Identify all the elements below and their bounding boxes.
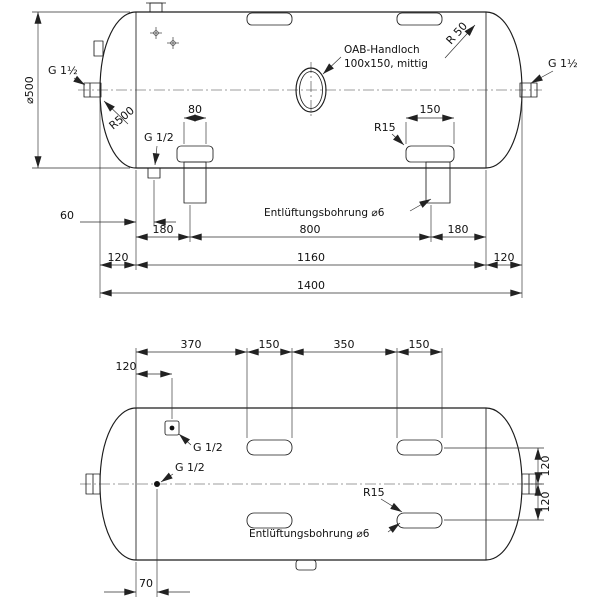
top-leader-lines	[160, 433, 403, 533]
leader-corner-radius	[444, 24, 476, 59]
left-leg-body	[183, 161, 207, 204]
leader-drain	[152, 145, 160, 166]
label-handhole-2: 100x150, mittig	[344, 58, 428, 70]
right-port-stub	[519, 82, 538, 98]
leader-foot-radius	[391, 133, 405, 146]
pad-lower-left	[246, 512, 293, 529]
center-drain-point	[154, 481, 160, 487]
dim-shell-length: 1160	[297, 251, 325, 264]
leader-top-fitting	[178, 433, 192, 446]
port-position-mark-1	[150, 27, 162, 39]
dim-row-upper: 120	[539, 456, 552, 477]
dim-leg-span: 800	[300, 223, 321, 236]
side-tank-outline	[78, 11, 542, 169]
port-position-mark-2	[167, 37, 179, 49]
leader-vent	[409, 198, 432, 212]
leader-head-radius	[103, 100, 129, 125]
right-leg-body	[425, 161, 451, 204]
dim-drain-offset: 60	[60, 209, 74, 222]
side-dimension-lines	[32, 11, 523, 298]
bottom-boss	[295, 559, 317, 571]
label-drain-port: G 1/2	[144, 131, 174, 144]
mounting-pads	[246, 439, 443, 529]
pad-lower-right	[396, 512, 443, 529]
label-foot-radius: R15	[374, 121, 396, 134]
dim-row-lower: 120	[539, 492, 552, 513]
top-ports	[85, 420, 537, 495]
label-port-left: G 1½	[48, 64, 78, 77]
dim-pad2-length: 150	[409, 338, 430, 351]
dim-leg-right: 180	[448, 223, 469, 236]
side-crosshairs	[150, 27, 179, 49]
side-ports	[83, 2, 538, 179]
nameplate-tab	[93, 40, 104, 57]
label-center-drain: G 1/2	[175, 461, 205, 474]
side-leader-lines	[73, 24, 554, 212]
dim-drain-offset-plan: 70	[139, 577, 153, 590]
leader-vent-plan	[387, 522, 401, 533]
top-port-stub	[149, 2, 163, 13]
leader-port-right	[530, 70, 554, 84]
top-tank-outline	[80, 407, 542, 571]
dim-pad-left: 80	[188, 103, 202, 116]
dim-head-right: 120	[494, 251, 515, 264]
leader-port-left	[73, 75, 86, 86]
label-corner-radius: R 50	[444, 20, 470, 47]
dim-leg-left: 180	[153, 223, 174, 236]
dim-pad-right: 150	[420, 103, 441, 116]
label-handhole-1: OAB-Handloch	[344, 44, 420, 56]
drain-fitting	[147, 167, 161, 179]
leader-center-drain	[160, 472, 174, 483]
dim-diameter: ⌀500	[23, 76, 36, 104]
dim-total-length: 1400	[297, 279, 325, 292]
side-texts: ⌀500 G 1½ G 1½ R500 G 1/2 OAB-Handloch 1…	[23, 20, 578, 292]
top-pad-right	[396, 12, 443, 26]
top-texts: 370 150 350 150 120 G 1/2 G 1/2 R15 120 …	[116, 338, 553, 590]
dim-pad1-length: 150	[259, 338, 280, 351]
top-pad-left	[246, 12, 293, 26]
label-port-right: G 1½	[548, 57, 578, 70]
top-view: 370 150 350 150 120 G 1/2 G 1/2 R15 120 …	[80, 338, 552, 597]
side-view: ⌀500 G 1½ G 1½ R500 G 1/2 OAB-Handloch 1…	[23, 2, 578, 298]
top-dimension-lines	[104, 348, 544, 597]
pad-upper-left	[246, 439, 293, 456]
left-leg-flange	[176, 145, 214, 163]
left-port-stub	[83, 82, 102, 98]
dim-pad-gap: 350	[334, 338, 355, 351]
top-fitting	[164, 420, 180, 436]
leader-handhole	[322, 56, 342, 75]
label-top-fitting: G 1/2	[193, 441, 223, 454]
leader-pad-radius	[380, 498, 403, 513]
side-top-pads	[246, 12, 443, 26]
label-pad-radius: R15	[363, 486, 385, 499]
right-leg-flange	[405, 145, 455, 163]
label-vent: Entlüftungsbohrung ⌀6	[264, 207, 385, 219]
label-vent-plan: Entlüftungsbohrung ⌀6	[249, 528, 370, 540]
handhole	[295, 67, 327, 113]
dim-pad-offset: 370	[181, 338, 202, 351]
dim-fitting-offset: 120	[116, 360, 137, 373]
pad-upper-right	[396, 439, 443, 456]
side-legs	[176, 145, 455, 204]
dim-head-left: 120	[108, 251, 129, 264]
